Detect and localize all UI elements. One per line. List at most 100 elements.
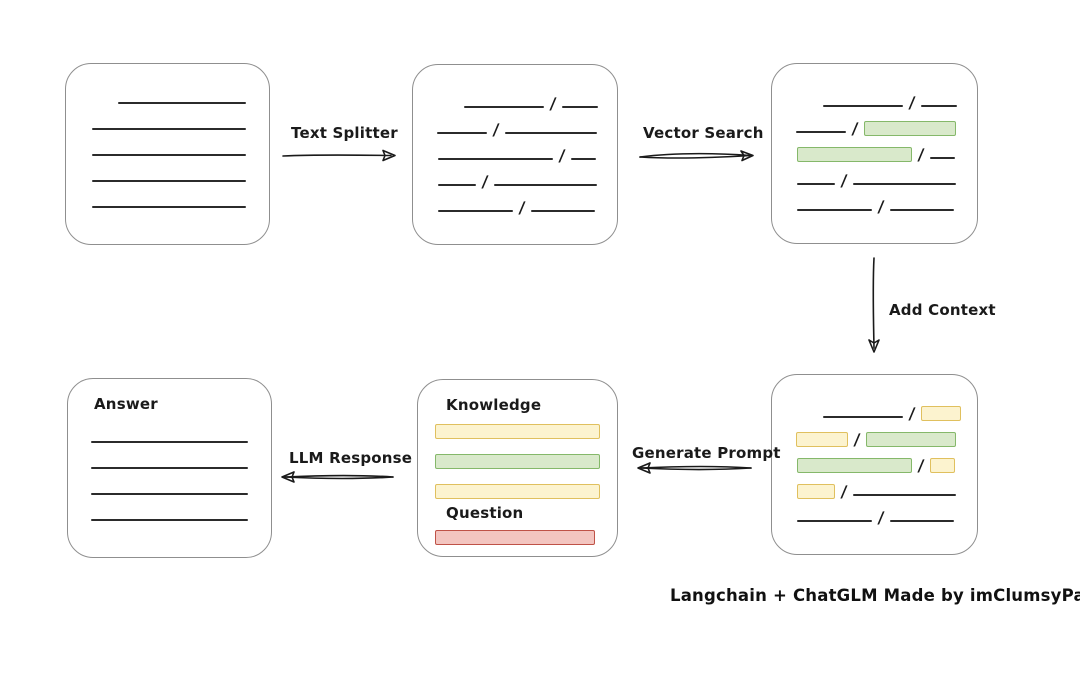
slash-separator: / — [549, 94, 557, 113]
yellow-chunk-highlight — [797, 484, 835, 499]
answer-text-lines — [68, 379, 271, 557]
matched-chunk-rows: / / / / / — [772, 64, 977, 243]
green-chunk-highlight — [865, 432, 956, 447]
llm-response-arrow-icon — [281, 471, 394, 483]
chunk-row: / — [797, 455, 955, 475]
chunk-line — [796, 131, 846, 133]
chunk-line — [889, 209, 954, 211]
chunk-line — [852, 183, 956, 185]
slash-separator: / — [558, 146, 566, 165]
chunk-row: / — [797, 196, 954, 216]
slash-separator: / — [840, 482, 848, 501]
green-knowledge-bar — [435, 454, 600, 469]
yellow-knowledge-bar — [435, 424, 600, 439]
chunk-line — [438, 184, 476, 186]
chunk-row: / — [797, 507, 954, 527]
chunk-row: / — [437, 119, 597, 139]
text-line — [118, 102, 246, 104]
diagram-caption: Langchain + ChatGLM Made by imClumsyPand… — [670, 586, 1080, 605]
chunk-line — [570, 158, 596, 160]
answer-label: Answer — [94, 395, 158, 413]
chunk-line — [438, 210, 513, 212]
slash-separator: / — [908, 93, 916, 112]
slash-separator: / — [518, 198, 526, 217]
chunk-line — [823, 416, 903, 418]
context-chunks-box: / / / / / — [771, 374, 978, 555]
chunk-line — [823, 105, 903, 107]
document-text-lines — [66, 64, 269, 244]
text-line — [91, 493, 248, 495]
chunk-row: / — [823, 403, 961, 423]
chunk-line — [797, 183, 835, 185]
chunk-row: / — [796, 429, 956, 449]
yellow-chunk-highlight — [796, 432, 848, 447]
chunk-row: / — [797, 144, 955, 164]
chunk-line — [437, 132, 487, 134]
generate-prompt-label: Generate Prompt — [632, 444, 781, 462]
slash-separator: / — [851, 119, 859, 138]
green-chunk-highlight — [797, 458, 912, 473]
chunk-line — [889, 520, 954, 522]
chunk-row: / — [438, 197, 595, 217]
slash-separator: / — [492, 120, 500, 139]
yellow-chunk-highlight — [929, 458, 955, 473]
chunk-line — [530, 210, 595, 212]
slash-separator: / — [840, 171, 848, 190]
vector-search-label: Vector Search — [643, 124, 764, 142]
vector-search-arrow-icon — [639, 150, 754, 162]
question-label: Question — [446, 504, 524, 522]
chunk-line — [464, 106, 544, 108]
llm-response-label: LLM Response — [289, 449, 413, 467]
slash-separator: / — [877, 197, 885, 216]
prompt-box: Knowledge Question — [417, 379, 618, 557]
chunk-row: / — [796, 118, 956, 138]
question-bar — [435, 530, 595, 545]
red-question-bar — [435, 530, 595, 545]
chunk-line — [561, 106, 598, 108]
chunk-row: / — [438, 145, 596, 165]
chunk-line — [493, 184, 597, 186]
chunk-row: / — [823, 92, 957, 112]
chunk-row: / — [797, 170, 956, 190]
add-context-label: Add Context — [889, 301, 996, 319]
chunk-line — [797, 520, 872, 522]
text-line — [91, 441, 248, 443]
text-line — [92, 128, 246, 130]
green-chunk-highlight — [863, 121, 956, 136]
text-line — [92, 180, 246, 182]
text-line — [92, 154, 246, 156]
chunk-line — [929, 157, 955, 159]
chunk-line — [920, 105, 957, 107]
chunk-row: / — [464, 93, 598, 113]
slash-separator: / — [877, 508, 885, 527]
text-splitter-label: Text Splitter — [291, 124, 398, 142]
yellow-chunk-highlight — [920, 406, 961, 421]
text-line — [91, 519, 248, 521]
text-splitter-arrow-icon — [282, 149, 396, 162]
green-chunk-highlight — [797, 147, 912, 162]
chunk-line — [504, 132, 597, 134]
document-box — [65, 63, 270, 245]
yellow-knowledge-bar — [435, 484, 600, 499]
chunk-row: / — [438, 171, 597, 191]
chunk-line — [797, 209, 872, 211]
add-context-arrow-icon — [868, 257, 880, 353]
generate-prompt-arrow-icon — [637, 462, 752, 474]
text-line — [92, 206, 246, 208]
chunk-line — [852, 494, 956, 496]
text-line — [91, 467, 248, 469]
matched-chunks-box: / / / / / — [771, 63, 978, 244]
knowledge-label: Knowledge — [446, 396, 542, 414]
knowledge-bars — [435, 424, 600, 499]
chunk-line — [438, 158, 553, 160]
answer-box: Answer — [67, 378, 272, 558]
context-chunk-rows: / / / / / — [772, 375, 977, 554]
text-chunks-box: / / / / / — [412, 64, 618, 245]
slash-separator: / — [917, 456, 925, 475]
slash-separator: / — [908, 404, 916, 423]
slash-separator: / — [481, 172, 489, 191]
slash-separator: / — [917, 145, 925, 164]
slash-separator: / — [853, 430, 861, 449]
chunk-rows: / / / / / — [413, 65, 617, 244]
